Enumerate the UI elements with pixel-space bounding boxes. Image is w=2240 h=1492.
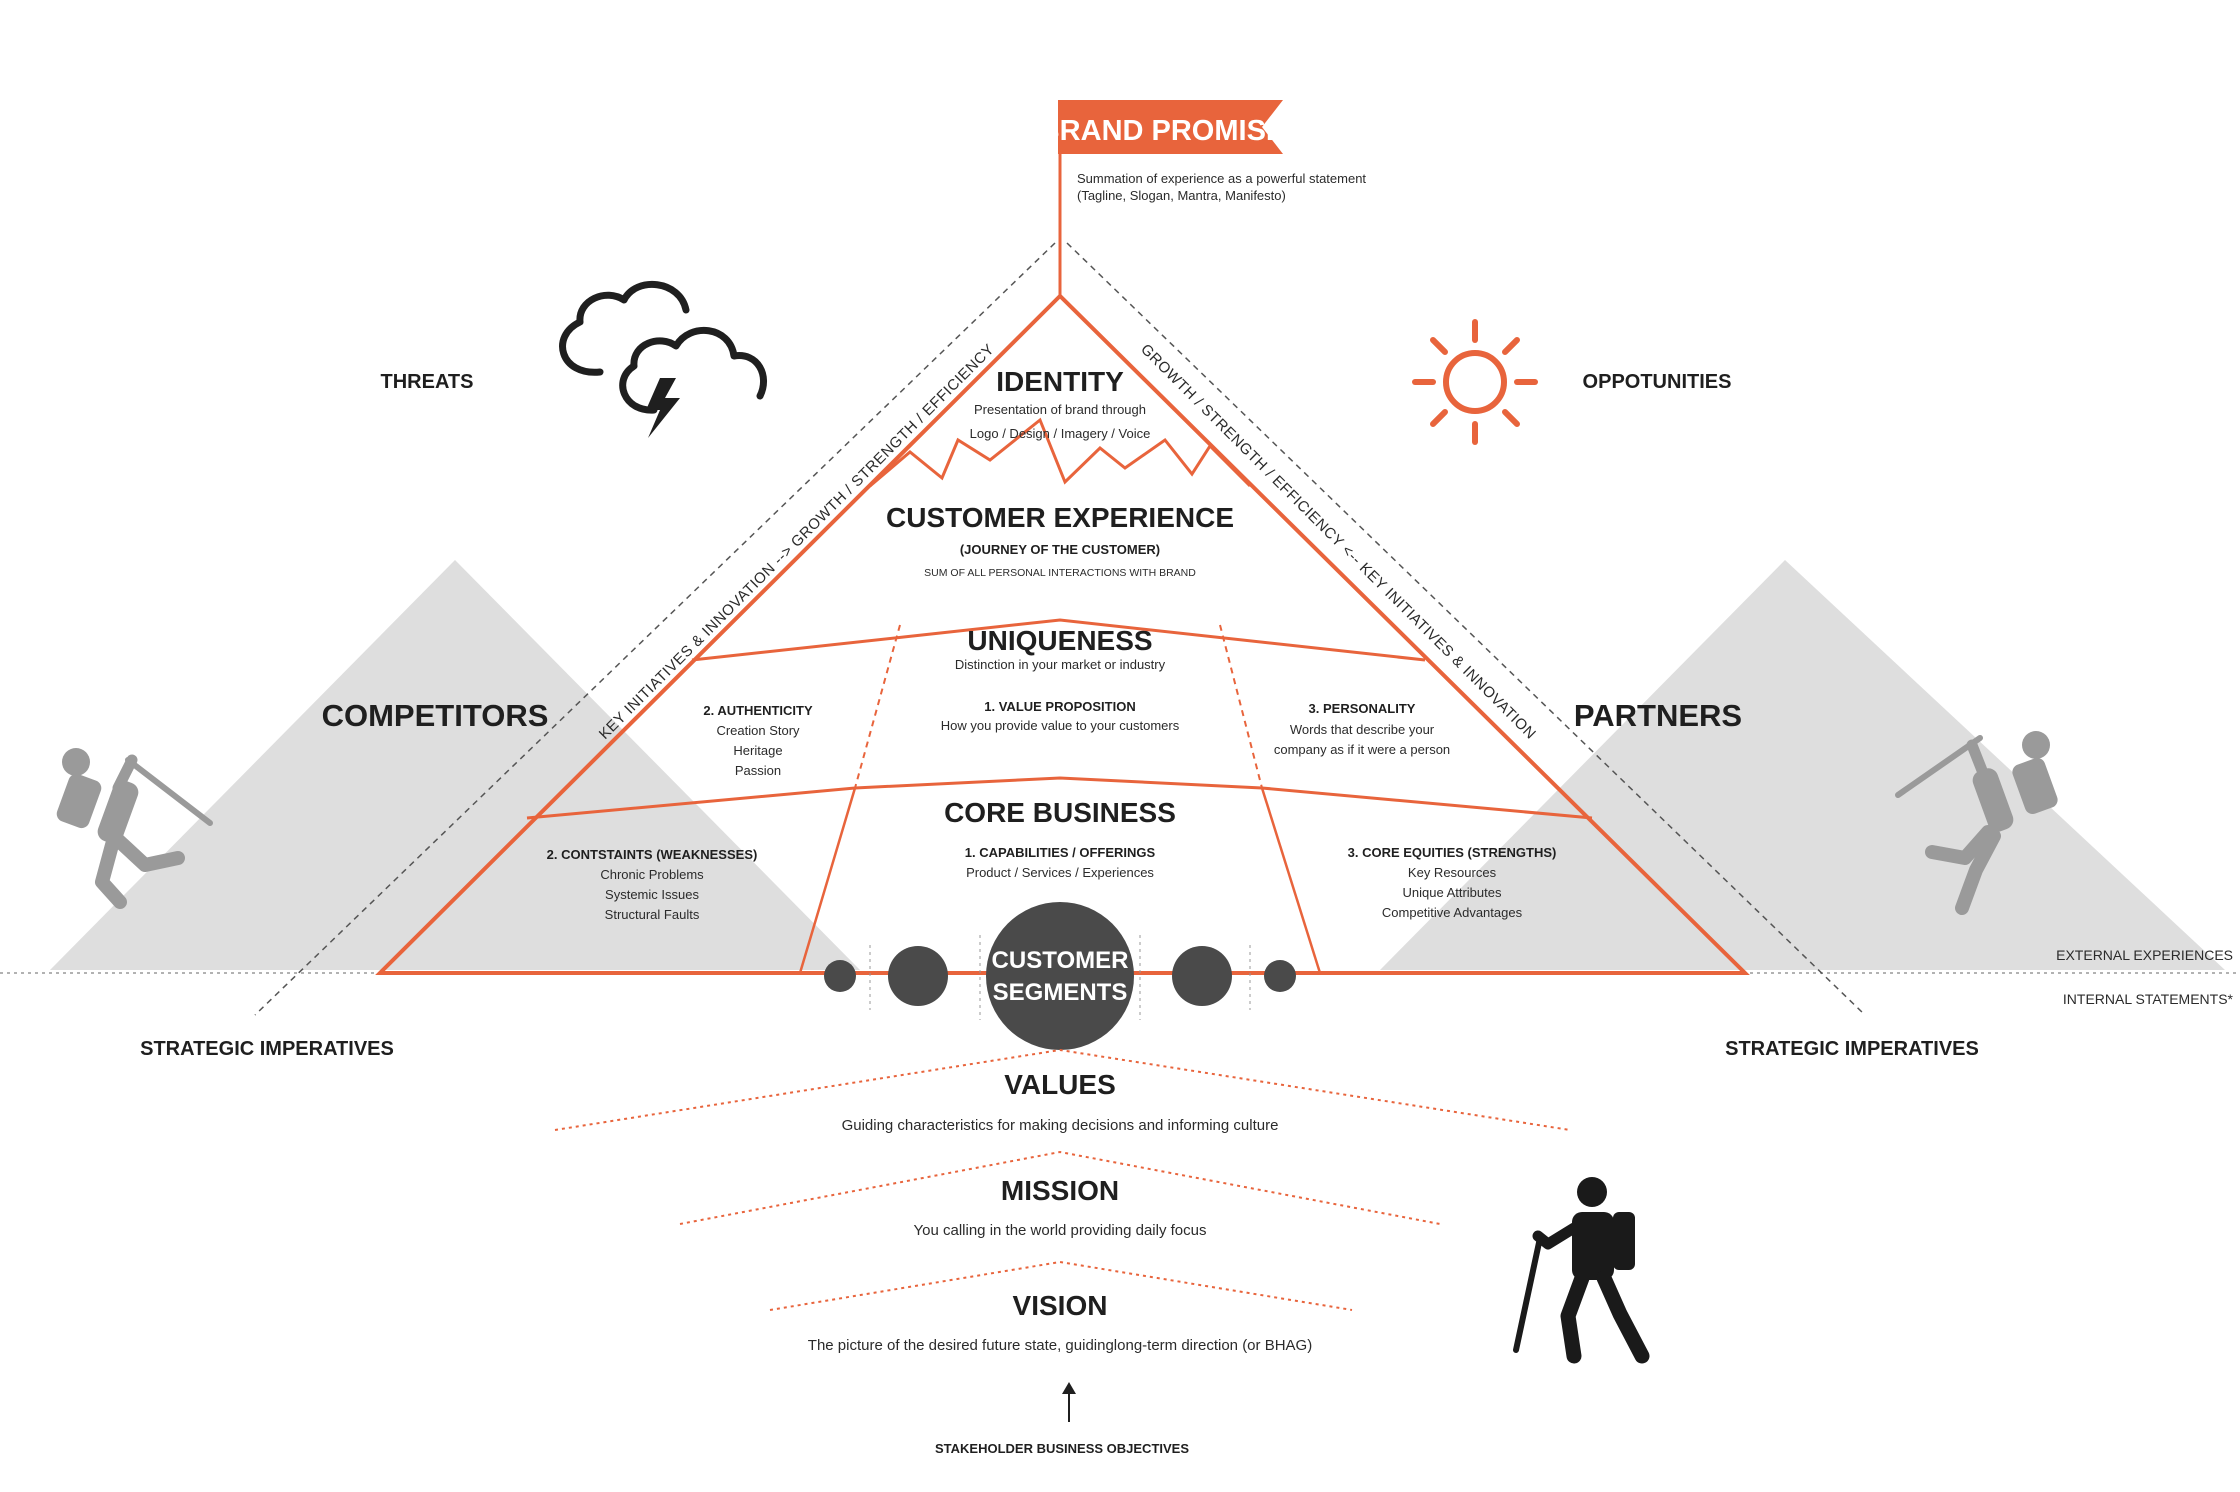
segment-dot-small <box>1264 960 1296 992</box>
equities-item: Competitive Advantages <box>1382 905 1523 920</box>
brand-promise-desc-line1: Summation of experience as a powerful st… <box>1077 171 1366 186</box>
threats-label: THREATS <box>381 371 474 393</box>
core-right-divider <box>1260 787 1322 974</box>
constraints-item: Chronic Problems <box>600 867 704 882</box>
brand-promise-label: BRAND PROMISE <box>1039 115 1286 147</box>
slope-text-right: GROWTH / STRENGTH / EFFICIENCY <-- KEY I… <box>1137 341 1539 743</box>
authenticity-item: Creation Story <box>716 723 800 738</box>
uniq-left-dashed <box>854 624 901 789</box>
competitors-mountain <box>50 560 860 970</box>
constraints-item: Structural Faults <box>605 907 700 922</box>
equities-item: Key Resources <box>1408 865 1497 880</box>
capabilities-title: 1. CAPABILITIES / OFFERINGS <box>965 845 1156 860</box>
experience-desc: SUM OF ALL PERSONAL INTERACTIONS WITH BR… <box>924 567 1196 579</box>
partners-label: PARTNERS <box>1574 698 1742 733</box>
uniqueness-desc: Distinction in your market or industry <box>955 657 1166 672</box>
mission-chevron <box>679 1150 1441 1225</box>
partners-mountain <box>1380 560 2225 970</box>
stakeholder-label: STAKEHOLDER BUSINESS OBJECTIVES <box>935 1441 1189 1456</box>
brand-promise-desc-line2: (Tagline, Slogan, Mantra, Manifesto) <box>1077 188 1286 203</box>
core-top-line <box>526 776 1593 820</box>
equities-item: Unique Attributes <box>1402 885 1502 900</box>
personality-line1: Words that describe your <box>1290 722 1435 737</box>
segment-dot-small <box>824 960 856 992</box>
vision-desc: The picture of the desired future state,… <box>808 1337 1312 1354</box>
opportunities-label: OPPOTUNITIES <box>1583 371 1732 393</box>
authenticity-item: Passion <box>735 763 781 778</box>
outer-slope-left <box>254 242 1056 1016</box>
hiker-right-icon <box>1895 731 2058 915</box>
value-prop-title: 1. VALUE PROPOSITION <box>984 699 1135 714</box>
capabilities-desc: Product / Services / Experiences <box>966 865 1154 880</box>
authenticity-item: Heritage <box>733 743 782 758</box>
strategic-imperatives-left: STRATEGIC IMPERATIVES <box>140 1038 394 1060</box>
segments-circle <box>986 902 1134 1050</box>
vision-chevron <box>769 1260 1353 1311</box>
hiker-bottom-icon <box>1513 1177 1650 1364</box>
uniqueness-top-line <box>691 618 1426 662</box>
segments-line1: CUSTOMER <box>992 947 1129 974</box>
identity-line1: Presentation of brand through <box>974 402 1146 417</box>
hiker-left-icon <box>56 748 213 909</box>
outer-slope-right <box>1066 242 1866 1016</box>
value-prop-desc: How you provide value to your customers <box>941 718 1180 733</box>
values-desc: Guiding characteristics for making decis… <box>842 1117 1279 1134</box>
identity-line2: Logo / Design / Imagery / Voice <box>970 426 1151 441</box>
external-experiences-label: EXTERNAL EXPERIENCES <box>2056 947 2233 963</box>
core-title: CORE BUSINESS <box>944 797 1176 828</box>
equities-title: 3. CORE EQUITIES (STRENGTHS) <box>1348 845 1557 860</box>
segment-dot-medium <box>888 946 948 1006</box>
personality-line2: company as if it were a person <box>1274 742 1450 757</box>
vision-title: VISION <box>1013 1290 1108 1321</box>
competitors-label: COMPETITORS <box>322 698 549 733</box>
identity-title: IDENTITY <box>996 366 1124 397</box>
values-chevron <box>554 1048 1571 1131</box>
strategic-imperatives-right: STRATEGIC IMPERATIVES <box>1725 1038 1979 1060</box>
storm-cloud-icon <box>559 280 768 438</box>
mission-desc: You calling in the world providing daily… <box>914 1222 1207 1239</box>
segments-line2: SEGMENTS <box>993 979 1128 1006</box>
core-left-divider <box>798 787 857 974</box>
experience-sub: (JOURNEY OF THE CUSTOMER) <box>960 542 1160 557</box>
values-title: VALUES <box>1004 1069 1116 1100</box>
mission-title: MISSION <box>1001 1175 1119 1206</box>
up-arrow-icon <box>1062 1382 1076 1422</box>
constraints-item: Systemic Issues <box>605 887 699 902</box>
experience-title: CUSTOMER EXPERIENCE <box>886 502 1234 533</box>
personality-title: 3. PERSONALITY <box>1309 701 1416 716</box>
sun-icon <box>1412 319 1538 445</box>
uniqueness-title: UNIQUENESS <box>967 625 1152 656</box>
authenticity-title: 2. AUTHENTICITY <box>703 703 813 718</box>
brand-promise-flag <box>1058 100 1283 154</box>
constraints-title: 2. CONTSTAINTS (WEAKNESSES) <box>547 847 758 862</box>
identity-zigzag <box>869 417 1252 488</box>
uniq-right-dashed <box>1219 624 1263 789</box>
internal-statements-label: INTERNAL STATEMENTS* <box>2063 991 2234 1007</box>
segment-dot-medium <box>1172 946 1232 1006</box>
